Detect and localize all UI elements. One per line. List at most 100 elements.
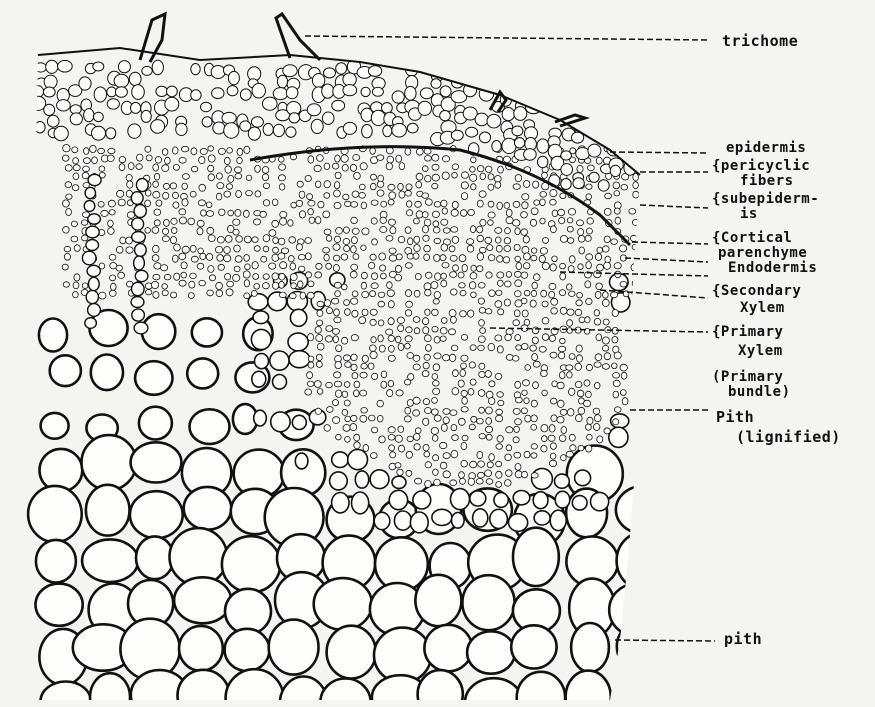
fine-cell: [604, 236, 610, 243]
fine-cell: [71, 221, 77, 227]
xylem-cell: [288, 333, 308, 351]
fine-cell: [577, 355, 583, 362]
fine-cell: [235, 173, 242, 179]
fine-cell: [496, 461, 502, 467]
pith-cell: [269, 620, 319, 675]
pith-cell: [178, 670, 230, 707]
epidermal-cell: [368, 66, 381, 77]
fine-cell: [182, 246, 189, 253]
fine-cell: [470, 273, 477, 280]
fine-cell: [335, 390, 341, 397]
fine-cell: [630, 147, 636, 153]
fine-cell: [533, 361, 540, 367]
fine-cell: [595, 291, 601, 298]
fine-cell: [63, 282, 69, 287]
fine-cell: [84, 148, 89, 155]
fine-cell: [631, 156, 636, 162]
fine-cell: [388, 435, 395, 441]
fine-cell: [476, 266, 483, 272]
fine-cell: [389, 192, 396, 199]
fine-cell: [452, 236, 459, 243]
fine-cell: [405, 290, 411, 297]
pith-cell: [39, 319, 67, 352]
epidermal-cell: [70, 113, 82, 125]
fine-cell: [413, 434, 420, 441]
fine-cell: [548, 435, 555, 441]
fine-cell: [396, 155, 402, 162]
fine-cell: [225, 166, 232, 173]
fine-cell: [530, 300, 536, 307]
fine-cell: [327, 407, 334, 413]
fine-cell: [324, 254, 329, 261]
fine-cell: [145, 200, 151, 207]
fine-cell: [478, 390, 485, 397]
epidermal-cell: [451, 130, 463, 140]
fine-cell: [116, 246, 123, 253]
fine-cell: [99, 166, 105, 171]
fine-cell: [381, 371, 387, 378]
fine-cell: [496, 290, 502, 295]
fine-cell: [480, 173, 486, 180]
fine-cell: [333, 336, 338, 343]
fine-cell: [289, 237, 296, 243]
fine-cell: [359, 317, 366, 324]
fine-cell: [244, 280, 249, 287]
fine-cell: [398, 426, 404, 432]
pith-cell: [174, 577, 231, 623]
epidermal-cell: [222, 112, 236, 123]
fine-cell: [485, 426, 492, 432]
fine-cell: [604, 262, 611, 269]
fine-cell: [308, 209, 314, 215]
fine-cell: [631, 235, 637, 241]
fine-cell: [182, 199, 188, 206]
fine-cell: [576, 345, 582, 352]
fine-cell: [575, 381, 582, 387]
fine-cell: [578, 264, 583, 270]
xylem-cell: [572, 496, 587, 510]
xylem-cell: [330, 472, 348, 490]
fine-cell: [516, 262, 522, 269]
fine-cell: [216, 290, 223, 297]
epidermal-cell: [201, 102, 212, 111]
fine-cell: [399, 163, 405, 170]
fine-cell: [515, 228, 520, 235]
fine-cell: [199, 184, 206, 191]
fine-cell: [461, 334, 467, 340]
fine-cell: [432, 398, 438, 404]
fine-cell: [199, 157, 205, 164]
fine-cell: [362, 291, 369, 297]
fine-cell: [406, 451, 412, 458]
cortical-cell: [87, 265, 100, 276]
fine-cell: [351, 298, 358, 304]
fine-cell: [335, 155, 340, 162]
fine-cell: [350, 271, 357, 278]
fine-cell: [273, 237, 279, 244]
fine-cell: [498, 309, 504, 315]
fine-cell: [173, 165, 179, 171]
fine-cell: [423, 166, 429, 172]
xylem-cell: [508, 514, 527, 532]
fine-cell: [351, 217, 358, 223]
fine-cell: [153, 181, 159, 187]
fine-cell: [217, 237, 224, 244]
cortical-cell: [135, 270, 148, 281]
fine-cell: [505, 281, 512, 287]
fine-cell: [189, 281, 195, 288]
fine-cell: [362, 309, 368, 316]
epidermal-cell: [58, 60, 73, 72]
cortical-cell: [86, 240, 99, 251]
fine-cell: [541, 445, 547, 452]
fine-cell: [128, 163, 134, 170]
fine-cell: [594, 271, 601, 278]
fine-cell: [360, 415, 367, 422]
epidermal-cell: [588, 144, 601, 157]
fine-cell: [388, 427, 395, 433]
fine-cell: [269, 263, 276, 269]
fine-cell: [413, 218, 419, 224]
fine-cell: [614, 263, 621, 269]
fine-cell: [280, 211, 287, 217]
epidermal-cell: [492, 141, 501, 152]
fine-cell: [197, 228, 203, 235]
epidermal-cell: [152, 60, 163, 75]
fine-cell: [279, 184, 285, 190]
